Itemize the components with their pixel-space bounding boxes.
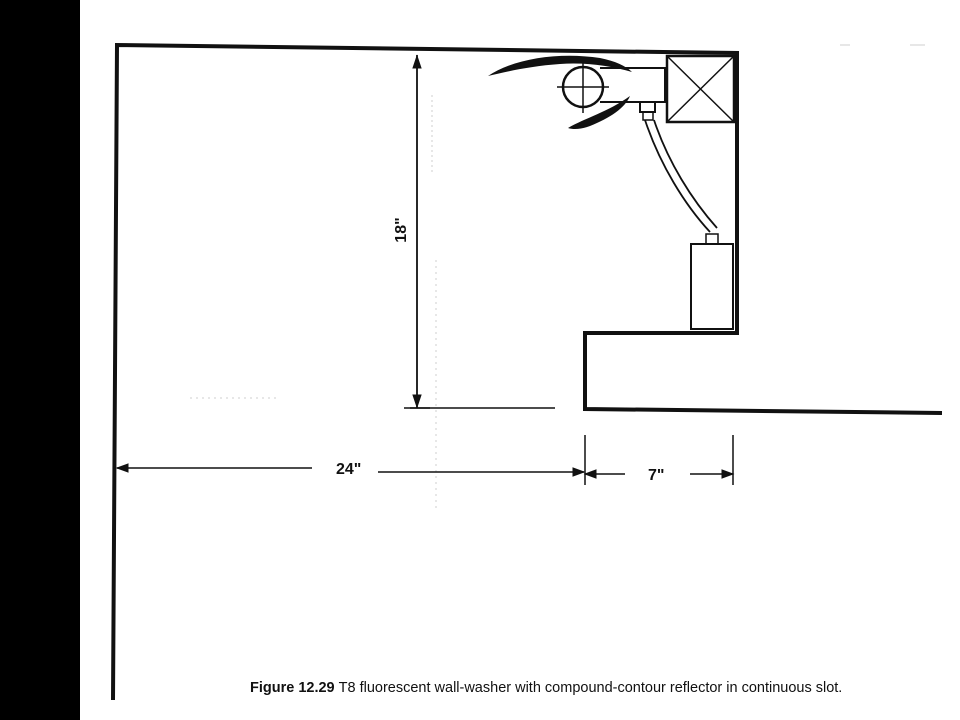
lamp-holder-bracket (600, 67, 666, 121)
dimension-7-label: 7" (646, 467, 667, 484)
ballast (690, 233, 734, 330)
scan-noise (190, 44, 925, 510)
wiring-conduit (644, 119, 718, 233)
dimension-18-label: 18" (393, 215, 410, 245)
dimension-7-line (583, 435, 735, 485)
junction-box (665, 54, 736, 124)
dimension-24-line (115, 463, 586, 477)
figure-number: Figure 12.29 (250, 680, 335, 696)
t8-lamp (557, 61, 609, 113)
scan-black-margin (0, 0, 80, 720)
wall-ceiling-outline (111, 42, 943, 701)
figure-caption-text: T8 fluorescent wall-washer with compound… (338, 680, 843, 696)
dimension-24-label: 24" (334, 461, 364, 478)
dimension-18-line (404, 54, 430, 409)
compound-contour-reflector (488, 55, 632, 130)
